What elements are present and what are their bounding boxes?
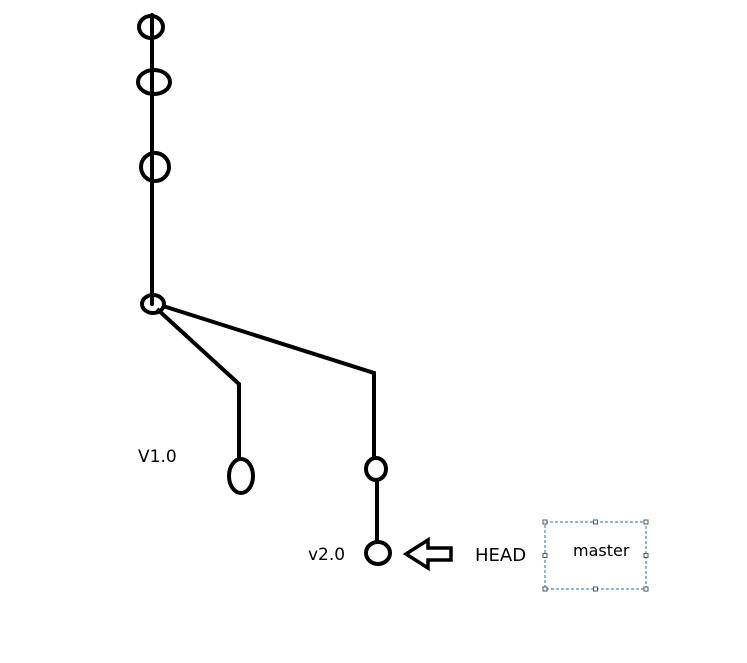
handle-top-right[interactable] (643, 519, 649, 525)
commit-node-1 (137, 14, 165, 40)
commit-node-2 (136, 68, 172, 96)
handle-bottom-left[interactable] (542, 586, 548, 592)
selection-handles[interactable] (542, 519, 649, 592)
handle-bottom-right[interactable] (643, 586, 649, 592)
handle-top-left[interactable] (542, 519, 548, 525)
label-v2: v2.0 (308, 545, 345, 565)
trunk (136, 13, 172, 315)
handle-bottom-mid[interactable] (593, 586, 598, 592)
handle-mid-left[interactable] (542, 553, 548, 558)
head-arrow-icon (402, 536, 453, 572)
commit-node-v1 (227, 457, 255, 495)
commit-node-v2-mid (364, 456, 388, 482)
branch-v2 (162, 304, 392, 566)
branch-v1 (155, 307, 255, 495)
handle-mid-right[interactable] (643, 553, 649, 558)
commit-node-3 (139, 151, 171, 183)
branch-v2-line (162, 304, 376, 458)
branch-v1-line (155, 307, 241, 458)
label-head: HEAD (475, 545, 526, 566)
commit-node-v2 (364, 540, 392, 566)
master-textbox[interactable]: master (542, 519, 649, 592)
label-v1: V1.0 (138, 447, 177, 467)
handle-top-mid[interactable] (593, 519, 598, 525)
commit-node-fork (140, 293, 166, 315)
label-master[interactable]: master (573, 541, 630, 560)
